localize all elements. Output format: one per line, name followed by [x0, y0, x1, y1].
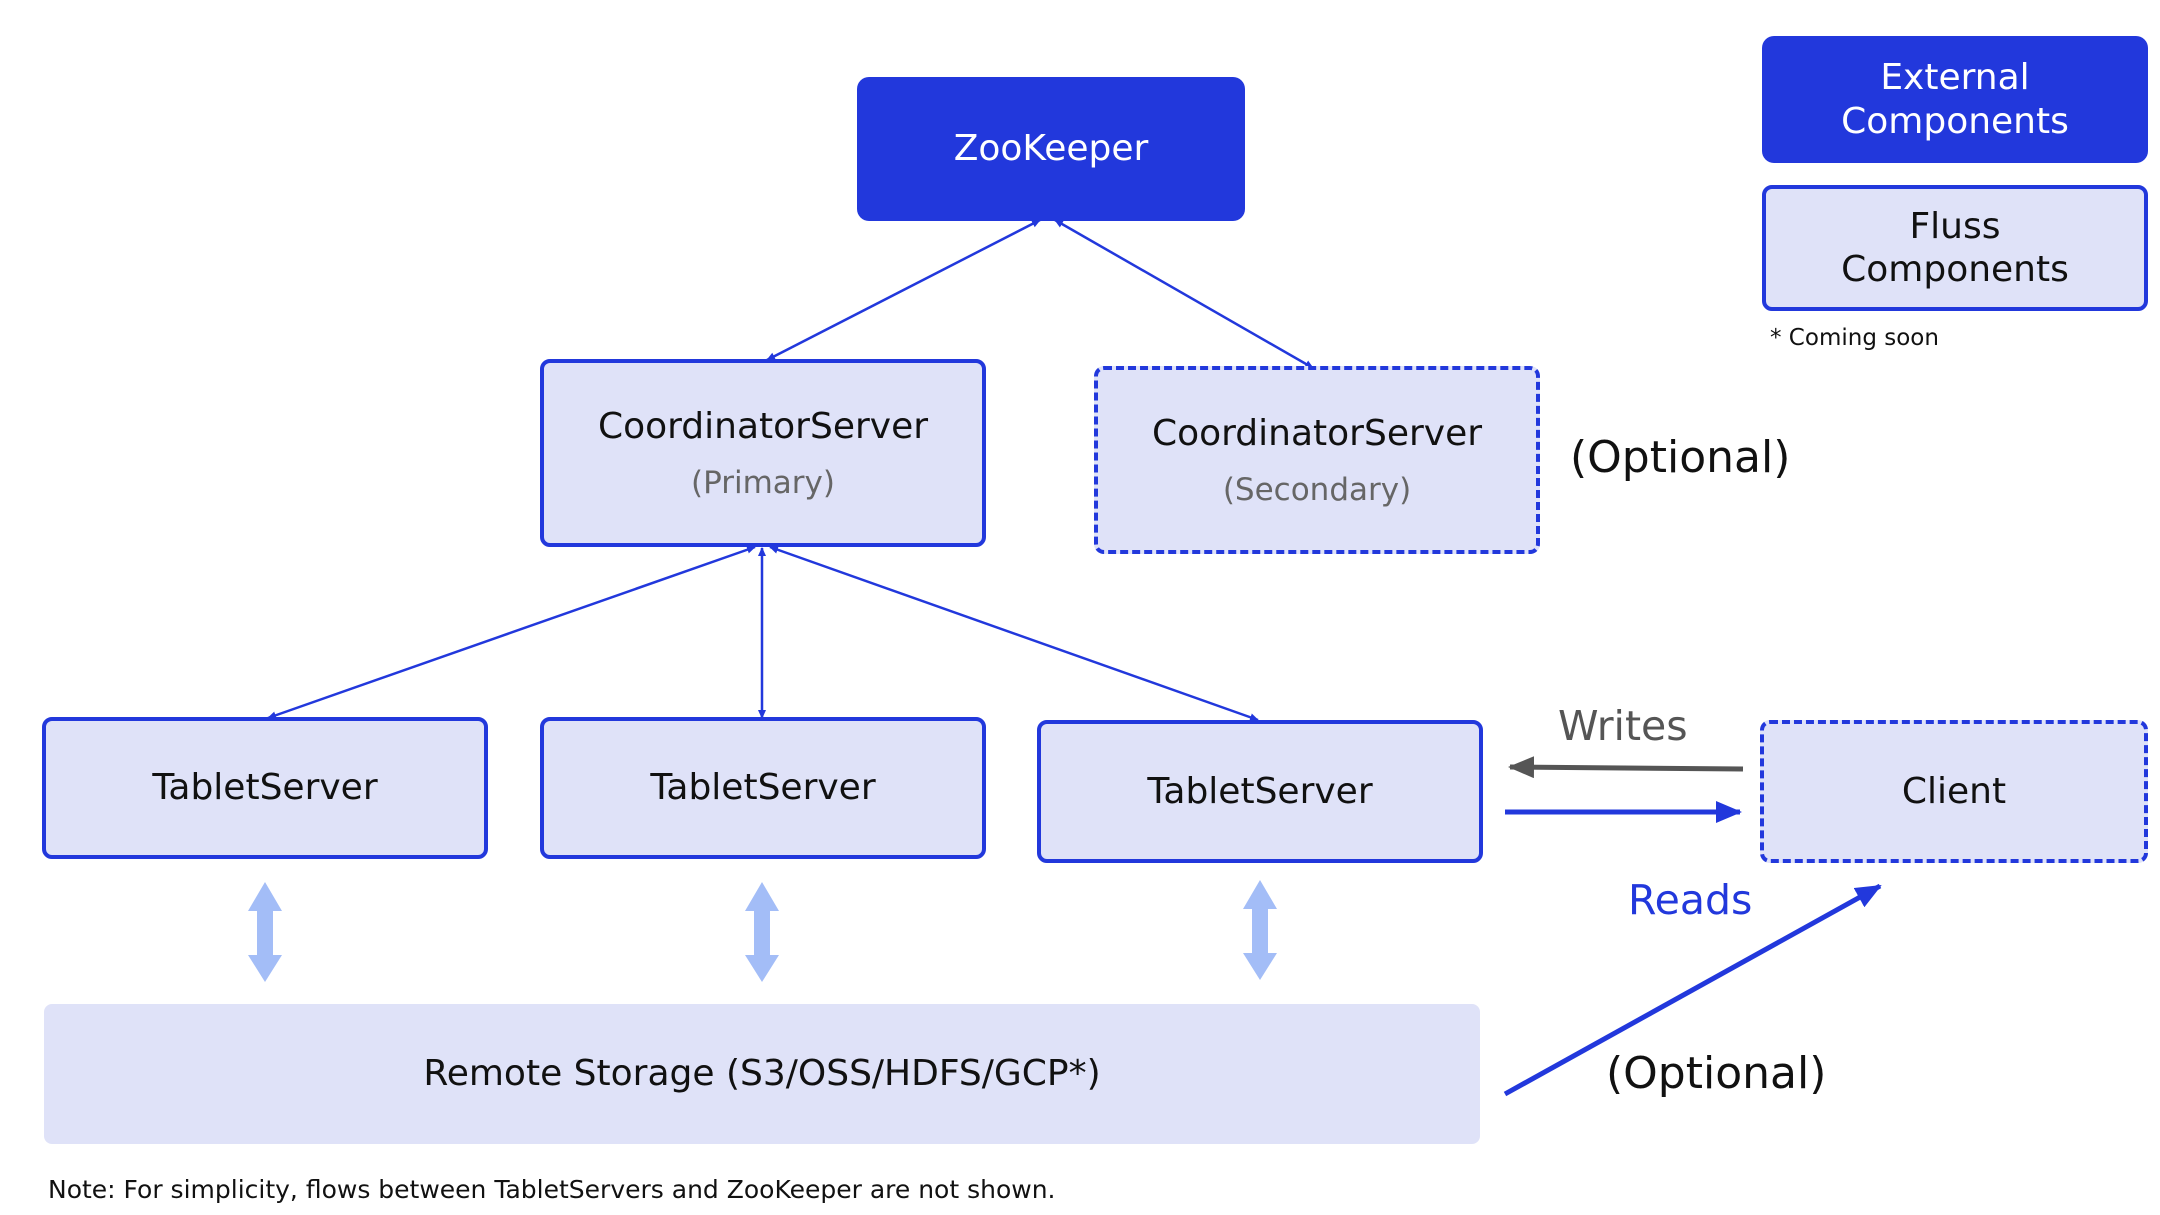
tablet-server-node: TabletServer: [540, 717, 986, 859]
coordinator-primary-label: CoordinatorServer: [597, 406, 929, 448]
client-node: Client: [1760, 720, 2148, 863]
remote-storage-label: Remote Storage (S3/OSS/HDFS/GCP*): [423, 1053, 1101, 1095]
zookeeper-node: ZooKeeper: [857, 77, 1245, 221]
primary-to-tablet-1-connector: [267, 545, 756, 720]
tablet-server-node: TabletServer: [1037, 720, 1483, 863]
coordinator-secondary-label: CoordinatorServer: [1151, 413, 1483, 455]
legend-external-swatch: External Components: [1762, 36, 2148, 163]
tablet-server-label: TabletServer: [152, 767, 378, 809]
storage-arrow-3: [1243, 880, 1277, 980]
footnote: Note: For simplicity, flows between Tabl…: [48, 1175, 1056, 1204]
reads-label: Reads: [1628, 876, 1753, 924]
coordinator-primary-role: (Primary): [691, 464, 835, 501]
legend-fluss-swatch: Fluss Components: [1762, 185, 2148, 311]
primary-to-tablet-3-connector: [769, 545, 1259, 722]
optional-storage-label: (Optional): [1606, 1048, 1827, 1099]
storage-to-client-arrow: [1503, 883, 1882, 1097]
tablet-server-node: TabletServer: [42, 717, 488, 859]
coordinator-secondary-node: CoordinatorServer (Secondary): [1094, 366, 1540, 554]
writes-label: Writes: [1558, 702, 1688, 750]
optional-coordinator-label: (Optional): [1570, 432, 1791, 483]
tablet-server-label: TabletServer: [650, 767, 876, 809]
zookeeper-label: ZooKeeper: [953, 128, 1149, 170]
zk-to-primary-connector: [766, 218, 1041, 362]
writes-arrow: [1508, 756, 1744, 779]
tablet-server-label: TabletServer: [1147, 770, 1373, 812]
coordinator-primary-node: CoordinatorServer (Primary): [540, 359, 986, 547]
storage-arrow-2: [745, 882, 779, 982]
legend-external-label: External Components: [1841, 57, 2069, 142]
zk-to-secondary-connector: [1054, 218, 1314, 370]
coming-soon-note: * Coming soon: [1770, 325, 1939, 351]
coordinator-secondary-role: (Secondary): [1222, 471, 1412, 508]
client-label: Client: [1901, 770, 2007, 812]
legend-fluss-label: Fluss Components: [1841, 205, 2069, 290]
remote-storage-node: Remote Storage (S3/OSS/HDFS/GCP*): [44, 1004, 1480, 1144]
storage-arrow-1: [248, 882, 282, 982]
